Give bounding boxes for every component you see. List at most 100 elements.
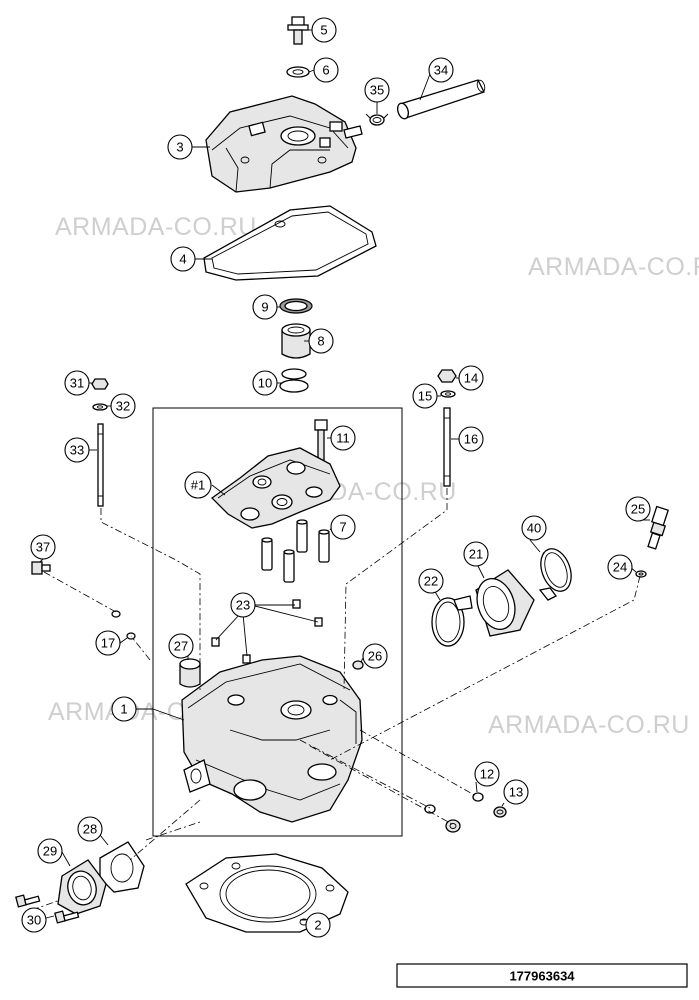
part-13-plug-lower[interactable] bbox=[445, 819, 461, 833]
part-9-seal-ring[interactable] bbox=[279, 298, 313, 314]
svg-text:#1: #1 bbox=[191, 478, 205, 493]
svg-text:30: 30 bbox=[27, 913, 41, 928]
callout-23: 23 bbox=[230, 592, 256, 618]
svg-text:24: 24 bbox=[613, 560, 627, 575]
svg-text:9: 9 bbox=[261, 300, 268, 315]
callout-6: 6 bbox=[313, 57, 339, 83]
svg-text:14: 14 bbox=[464, 371, 478, 386]
callout-15: 15 bbox=[412, 383, 438, 409]
svg-text:17: 17 bbox=[101, 636, 115, 651]
callout-28: 28 bbox=[77, 816, 103, 842]
watermark-bottom-right: ARMADA-CO.RU bbox=[488, 711, 690, 739]
part-27-sleeve[interactable] bbox=[179, 658, 201, 688]
part-32-washer[interactable] bbox=[92, 403, 108, 411]
svg-text:35: 35 bbox=[370, 83, 384, 98]
part-16-stud[interactable] bbox=[443, 407, 451, 487]
svg-text:40: 40 bbox=[527, 521, 541, 536]
callout-1: 1 bbox=[111, 696, 137, 722]
leader-lines bbox=[39, 29, 650, 921]
svg-text:25: 25 bbox=[631, 502, 645, 517]
watermark-top-left: ARMADA-CO.RU bbox=[55, 213, 257, 241]
callout-13: 13 bbox=[503, 779, 529, 805]
part-22-hose-clamp[interactable] bbox=[431, 595, 473, 647]
part-30-bolts[interactable] bbox=[15, 894, 80, 924]
callout-31: 31 bbox=[64, 370, 90, 396]
part-8-sleeve[interactable] bbox=[281, 323, 311, 359]
callout-26: 26 bbox=[362, 643, 388, 669]
callout-35: 35 bbox=[364, 77, 390, 103]
part-40-clamp[interactable] bbox=[535, 545, 576, 601]
callout-assembly-1: #1 bbox=[184, 471, 212, 499]
part-35-hose-clamp[interactable] bbox=[365, 113, 389, 126]
svg-text:21: 21 bbox=[469, 547, 483, 562]
part-1-cylinder-head[interactable] bbox=[181, 655, 363, 823]
part-12-seal[interactable] bbox=[472, 792, 484, 802]
svg-text:28: 28 bbox=[83, 822, 97, 837]
assembly-frame bbox=[152, 407, 403, 837]
svg-text:12: 12 bbox=[480, 767, 494, 782]
callout-24: 24 bbox=[607, 554, 633, 580]
part-29-exhaust-flange[interactable] bbox=[57, 859, 107, 915]
callout-9: 9 bbox=[252, 294, 278, 320]
callout-8: 8 bbox=[308, 328, 334, 354]
part-14-nut[interactable] bbox=[437, 369, 457, 383]
svg-text:27: 27 bbox=[174, 639, 188, 654]
callout-33: 33 bbox=[64, 437, 90, 463]
callout-2: 2 bbox=[305, 912, 331, 938]
callout-12: 12 bbox=[474, 761, 500, 787]
callout-4: 4 bbox=[170, 246, 196, 272]
svg-text:34: 34 bbox=[434, 63, 448, 78]
svg-text:3: 3 bbox=[176, 140, 183, 155]
assembly-1-camshaft-carrier[interactable] bbox=[210, 447, 341, 529]
callout-27: 27 bbox=[168, 633, 194, 659]
callout-21: 21 bbox=[463, 541, 489, 567]
document-number: 177963634 bbox=[509, 969, 575, 984]
svg-text:32: 32 bbox=[116, 399, 130, 414]
assembly-lines bbox=[31, 488, 641, 911]
svg-text:16: 16 bbox=[464, 432, 478, 447]
part-37-plug[interactable] bbox=[31, 561, 51, 575]
callout-16: 16 bbox=[458, 426, 484, 452]
part-34-breather-hose[interactable] bbox=[396, 79, 486, 120]
watermark-top-right: ARMADA-CO.RU bbox=[528, 253, 699, 281]
callout-14: 14 bbox=[458, 365, 484, 391]
svg-text:22: 22 bbox=[424, 574, 438, 589]
part-33-stud[interactable] bbox=[97, 423, 104, 507]
part-10-o-rings[interactable] bbox=[279, 368, 309, 393]
svg-text:26: 26 bbox=[368, 649, 382, 664]
svg-text:37: 37 bbox=[36, 540, 50, 555]
svg-text:7: 7 bbox=[339, 520, 346, 535]
svg-text:10: 10 bbox=[258, 376, 272, 391]
part-2-head-gasket[interactable] bbox=[185, 853, 349, 933]
part-3-valve-cover[interactable] bbox=[205, 95, 363, 193]
part-15-washer[interactable] bbox=[440, 390, 456, 398]
part-4-valve-cover-gasket[interactable] bbox=[203, 205, 377, 281]
svg-text:5: 5 bbox=[320, 23, 327, 38]
part-7-dowel-sleeves[interactable] bbox=[261, 519, 330, 583]
callout-5: 5 bbox=[311, 17, 337, 43]
part-5-bolt[interactable] bbox=[287, 16, 309, 45]
part-23-dowel-pins[interactable] bbox=[211, 599, 323, 664]
svg-text:6: 6 bbox=[322, 63, 329, 78]
part-6-washer[interactable] bbox=[286, 66, 310, 78]
part-13-plug[interactable] bbox=[493, 806, 507, 818]
svg-text:2: 2 bbox=[314, 918, 321, 933]
callout-22: 22 bbox=[418, 568, 444, 594]
svg-text:23: 23 bbox=[236, 598, 250, 613]
svg-text:8: 8 bbox=[317, 334, 324, 349]
callout-25: 25 bbox=[625, 496, 651, 522]
svg-text:13: 13 bbox=[509, 785, 523, 800]
svg-text:1: 1 bbox=[120, 702, 127, 717]
callout-29: 29 bbox=[37, 838, 63, 864]
svg-text:31: 31 bbox=[70, 376, 84, 391]
part-26-plug[interactable] bbox=[352, 660, 364, 670]
part-28-flange-gasket[interactable] bbox=[99, 841, 145, 893]
document-number-box: 177963634 bbox=[396, 963, 688, 988]
callout-10: 10 bbox=[252, 370, 278, 396]
callout-30: 30 bbox=[21, 907, 47, 933]
part-24-washer[interactable] bbox=[635, 570, 647, 578]
callout-3: 3 bbox=[167, 134, 193, 160]
part-31-nut[interactable] bbox=[91, 378, 109, 390]
part-21-intake-flange[interactable] bbox=[471, 569, 535, 637]
part-25-temperature-sensor[interactable] bbox=[647, 505, 669, 550]
